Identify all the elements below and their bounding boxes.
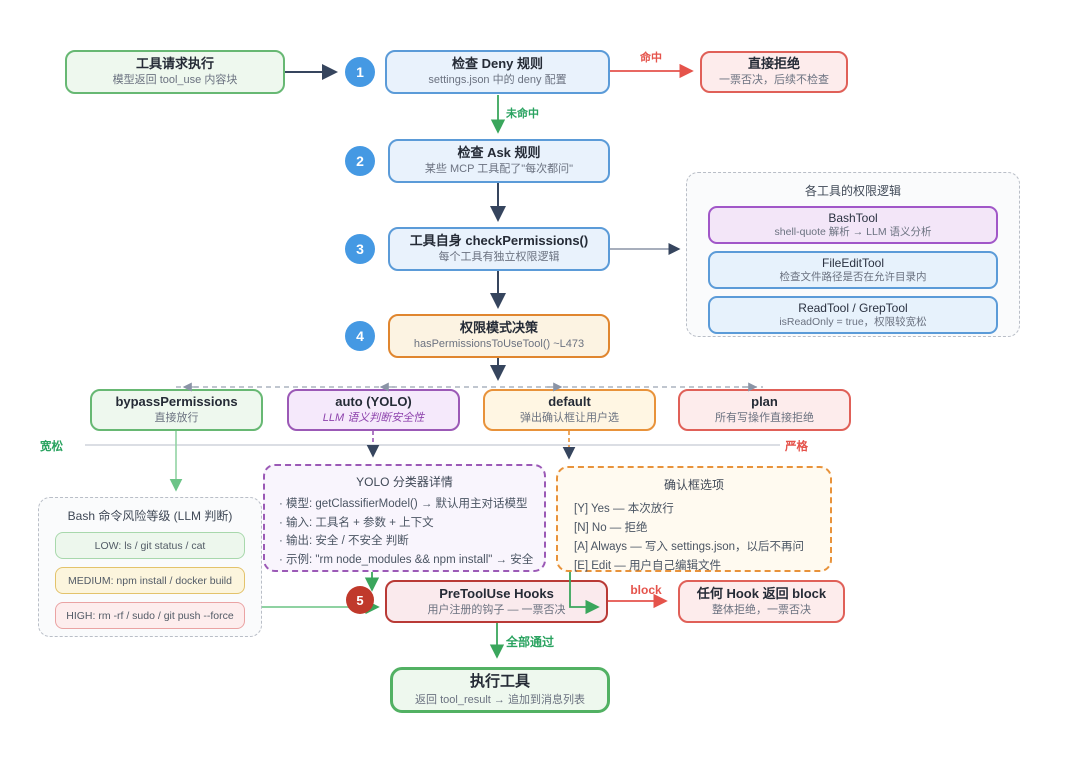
panel-bash-risk: Bash 命令风险等级 (LLM 判断) LOW: ls / git statu…: [38, 497, 262, 637]
yolo-bullet: · 模型: getClassifierModel() → 默认用主对话模型: [279, 498, 528, 510]
node-subtitle: hasPermissionsToUseTool() ~L473: [413, 338, 585, 351]
risk-level-low: LOW: ls / git status / cat: [55, 532, 245, 559]
step-circle-5: 5: [346, 586, 374, 614]
node-tool-request: 工具请求执行 模型返回 tool_use 内容块: [65, 50, 285, 94]
node-title: PreToolUse Hooks: [439, 585, 554, 601]
tool-item-bashtool: BashTool shell-quote 解析 → LLM 语义分析: [708, 206, 998, 244]
step-number: 3: [356, 241, 364, 257]
panel-title: 确认框选项: [663, 478, 724, 492]
tool-title: BashTool: [828, 211, 878, 225]
step-circle-2: 2: [345, 146, 375, 176]
node-subtitle: 用户注册的钩子 — 一票否决: [427, 603, 566, 616]
yolo-bullet: · 输入: 工具名 + 参数 + 上下文: [279, 516, 434, 529]
node-subtitle: 所有写操作直接拒绝: [715, 412, 814, 425]
node-title: 检查 Deny 规则: [451, 56, 543, 71]
axis-label-strict: 严格: [785, 441, 808, 453]
step-number: 5: [356, 592, 364, 608]
panel-title: Bash 命令风险等级 (LLM 判断): [67, 509, 233, 523]
node-subtitle: 模型返回 tool_use 内容块: [112, 74, 238, 87]
node-hook-block: 任何 Hook 返回 block 整体拒绝，一票否决: [678, 580, 845, 623]
node-check-permissions: 工具自身 checkPermissions() 每个工具有独立权限逻辑: [388, 227, 610, 271]
node-title: auto (YOLO): [335, 394, 412, 409]
node-ask-check: 检查 Ask 规则 某些 MCP 工具配了"每次都问": [388, 139, 610, 183]
node-subtitle: settings.json 中的 deny 配置: [428, 74, 567, 87]
node-deny-check: 检查 Deny 规则 settings.json 中的 deny 配置: [385, 50, 610, 94]
yolo-bullet: · 输出: 安全 / 不安全 判断: [279, 535, 409, 547]
node-subtitle: 直接放行: [154, 412, 199, 425]
node-execute-tool: 执行工具 返回 tool_result → 追加到消息列表: [390, 667, 610, 713]
node-title: 执行工具: [469, 672, 530, 690]
node-title: 直接拒绝: [747, 56, 800, 71]
confirm-option: [E] Edit — 用户自己编辑文件: [574, 560, 721, 572]
risk-level-medium: MEDIUM: npm install / docker build: [55, 567, 245, 594]
tool-item-readtool-greptool: ReadTool / GrepTool isReadOnly = true，权限…: [708, 296, 998, 334]
node-permission-mode-decision: 权限模式决策 hasPermissionsToUseTool() ~L473: [388, 314, 610, 358]
node-mode-bypasspermissions: bypassPermissions 直接放行: [90, 389, 263, 431]
tool-subtitle: 检查文件路径是否在允许目录内: [779, 271, 927, 284]
tool-item-fileedittool: FileEditTool 检查文件路径是否在允许目录内: [708, 251, 998, 289]
node-mode-auto-yolo: auto (YOLO) LLM 语义判断安全性: [287, 389, 460, 431]
edge-label-miss: 未命中: [506, 108, 539, 120]
node-mode-plan: plan 所有写操作直接拒绝: [678, 389, 851, 431]
step-circle-4: 4: [345, 321, 375, 351]
node-mode-default: default 弹出确认框让用户选: [483, 389, 656, 431]
node-title: 任何 Hook 返回 block: [696, 585, 827, 601]
node-title: bypassPermissions: [115, 394, 238, 409]
confirm-option: [A] Always — 写入 settings.json，以后不再问: [574, 541, 805, 553]
node-title: 检查 Ask 规则: [457, 145, 541, 160]
node-title: 工具自身 checkPermissions(): [409, 233, 589, 248]
node-subtitle: 一票否决，后续不检查: [719, 74, 829, 87]
edge-label-block: block: [630, 583, 662, 597]
step-number: 2: [356, 153, 364, 169]
node-title: 工具请求执行: [135, 56, 214, 71]
risk-level-high: HIGH: rm -rf / sudo / git push --force: [55, 602, 245, 629]
step-number: 4: [356, 328, 364, 344]
step-circle-1: 1: [345, 57, 375, 87]
step-number: 1: [356, 64, 364, 80]
node-pretooluse-hooks: PreToolUse Hooks 用户注册的钩子 — 一票否决: [385, 580, 608, 623]
node-subtitle: 整体拒绝，一票否决: [712, 603, 811, 616]
tool-title: ReadTool / GrepTool: [798, 301, 908, 315]
yolo-bullet: · 示例: "rm node_modules && npm install" →…: [279, 553, 534, 566]
axis-label-loose: 宽松: [40, 441, 63, 453]
panel-yolo-detail: YOLO 分类器详情 · 模型: getClassifierModel() → …: [263, 464, 546, 572]
edge-label-hit: 命中: [640, 52, 662, 64]
tool-subtitle: shell-quote 解析 → LLM 语义分析: [774, 226, 932, 239]
node-direct-reject: 直接拒绝 一票否决，后续不检查: [700, 51, 848, 93]
tool-subtitle: isReadOnly = true，权限较宽松: [779, 316, 927, 329]
tool-title: FileEditTool: [821, 256, 885, 270]
panel-confirm-options: 确认框选项 [Y] Yes — 本次放行 [N] No — 拒绝 [A] Alw…: [556, 466, 832, 572]
node-subtitle: 返回 tool_result → 追加到消息列表: [415, 693, 585, 706]
confirm-option: [N] No — 拒绝: [574, 522, 648, 534]
panel-title: YOLO 分类器详情: [356, 475, 453, 489]
panel-tools-permissions: 各工具的权限逻辑 BashTool shell-quote 解析 → LLM 语…: [686, 172, 1020, 337]
panel-title: 各工具的权限逻辑: [804, 184, 901, 198]
confirm-option: [Y] Yes — 本次放行: [574, 503, 674, 515]
step-circle-3: 3: [345, 234, 375, 264]
node-subtitle: 弹出确认框让用户选: [520, 412, 619, 425]
edge-label-all-pass: 全部通过: [506, 635, 555, 649]
node-subtitle: LLM 语义判断安全性: [322, 412, 425, 425]
node-subtitle: 某些 MCP 工具配了"每次都问": [424, 163, 574, 176]
node-title: plan: [751, 394, 778, 409]
node-title: 权限模式决策: [459, 320, 538, 335]
node-subtitle: 每个工具有独立权限逻辑: [438, 251, 560, 264]
node-title: default: [548, 394, 591, 409]
